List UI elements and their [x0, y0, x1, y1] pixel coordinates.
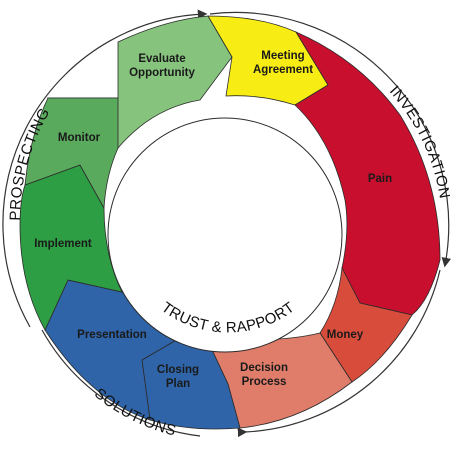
center-circle — [107, 117, 343, 353]
segments-layer — [19, 15, 441, 430]
segment-monitor — [24, 97, 119, 210]
segment-label-line: Presentation — [77, 329, 147, 341]
segment-label-line: Plan — [166, 378, 190, 390]
segment-pain — [294, 31, 441, 316]
segment-label-implement: Implement — [34, 238, 92, 250]
segment-label-line: Implement — [34, 238, 92, 250]
segment-label-line: Money — [327, 329, 364, 341]
segment-label-line: Evaluate — [138, 53, 185, 65]
segment-label-line: Pain — [368, 173, 392, 185]
segment-label-line: Monitor — [58, 132, 101, 144]
outer-guide-ring — [2, 9, 452, 438]
segment-label-monitor: Monitor — [58, 132, 101, 144]
segment-label-pain: Pain — [368, 173, 392, 185]
segment-label-presentation: Presentation — [77, 329, 147, 341]
segment-label-line: Closing — [157, 364, 199, 376]
segment-label-line: Meeting — [261, 50, 304, 62]
segment-label-line: Decision — [240, 362, 288, 374]
segment-label-line: Process — [242, 376, 287, 388]
segment-label-line: Agreement — [253, 64, 313, 76]
segment-label-line: Opportunity — [129, 67, 195, 79]
segment-label-money: Money — [327, 329, 364, 341]
